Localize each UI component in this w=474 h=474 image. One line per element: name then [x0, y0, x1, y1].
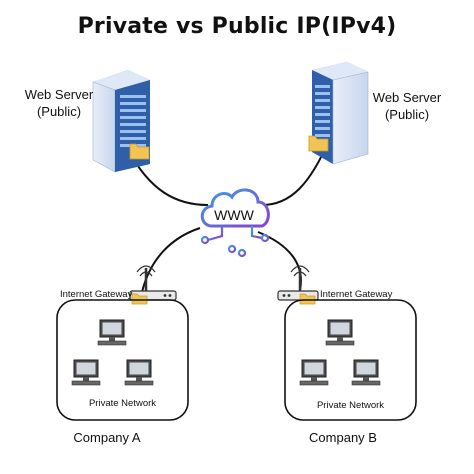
left-server-label-line1: Web Server — [24, 87, 94, 102]
cloud-icon — [200, 188, 270, 228]
left-network-label: Private Network — [88, 398, 157, 409]
page-title: Private vs Public IP(IPv4) — [77, 14, 397, 39]
computer-icon — [299, 359, 329, 386]
company-a-label: Company A — [73, 430, 141, 445]
right-router-icon — [277, 265, 319, 301]
left-server-label-line2: (Public) — [36, 104, 82, 119]
right-private-network-box — [284, 299, 417, 421]
company-b-label: Company B — [309, 430, 377, 445]
left-private-network-box — [56, 299, 189, 421]
computer-icon — [351, 359, 381, 386]
wire-cloud-to-left-gateway — [141, 227, 201, 293]
right-server-label-line2: (Public) — [384, 107, 430, 122]
right-folder-icon — [308, 135, 329, 152]
cloud-label: WWW — [214, 207, 254, 223]
computer-icon — [124, 359, 154, 386]
right-gateway-label: Internet Gateway — [320, 289, 393, 300]
left-gateway-label: Internet Gateway — [60, 289, 133, 300]
left-gateway-folder-icon — [131, 293, 148, 305]
computer-icon — [325, 319, 355, 346]
right-network-label: Private Network — [316, 400, 385, 411]
right-server-label-line1: Web Server — [372, 90, 442, 105]
right-server-label: Web Server (Public) — [362, 89, 452, 123]
left-server-label: Web Server (Public) — [14, 86, 104, 120]
computer-icon — [97, 319, 127, 346]
right-gateway-folder-icon — [299, 293, 316, 305]
left-folder-icon — [129, 143, 150, 160]
computer-icon — [71, 359, 101, 386]
cloud-connectors-icon — [200, 226, 270, 258]
